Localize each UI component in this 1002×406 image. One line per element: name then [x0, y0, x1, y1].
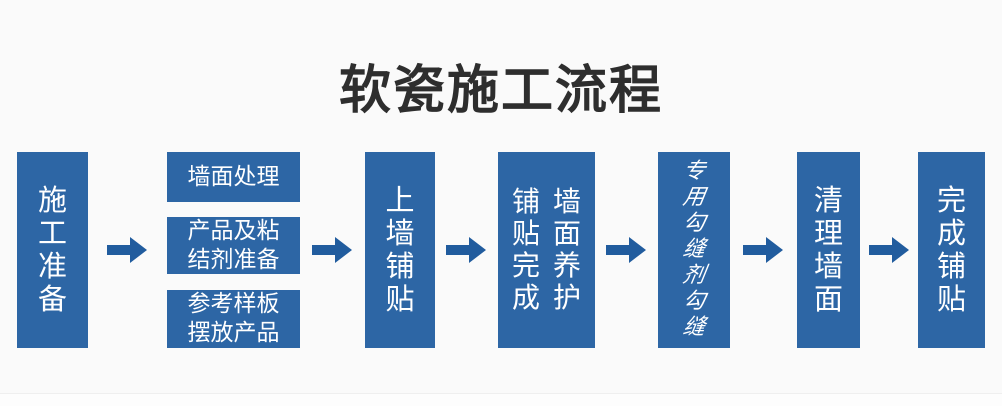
arrow-right-icon	[107, 237, 147, 263]
flow-step-special-jointing-agent: 专用勾缝剂勾缝	[658, 152, 730, 348]
flow-step-columns: 铺贴完成 墙面养护	[512, 186, 581, 314]
flow-step-clean-wall: 清理墙面	[797, 152, 860, 348]
flow-step-label: 上墙铺贴	[385, 183, 415, 316]
flow-step-construction-preparation: 施工准备	[17, 152, 88, 348]
flow-step-label: 施工准备	[37, 183, 67, 316]
flow-substep-label: 墙面处理	[187, 163, 280, 190]
page-title: 软瓷施工流程	[338, 61, 663, 121]
flow-substep-label: 参考样板摆放产品	[187, 291, 280, 346]
flow-step-column-wall-curing: 墙面养护	[553, 185, 582, 314]
arrow-right-icon	[869, 237, 909, 263]
arrow-right-icon	[743, 237, 783, 263]
flow-substep-label: 产品及粘结剂准备	[187, 217, 280, 273]
arrow-right-icon	[312, 237, 352, 263]
arrow-right-icon	[606, 237, 646, 263]
flow-step-label: 专用勾缝剂勾缝	[681, 159, 708, 340]
flow-step-wall-paving: 上墙铺贴	[365, 152, 435, 348]
flow-substep-wall-treatment: 墙面处理	[167, 152, 300, 202]
flow-step-column-paving-complete: 铺贴完成	[511, 185, 540, 314]
flow-substep-product-adhesive-preparation: 产品及粘结剂准备	[167, 217, 300, 274]
flow-substep-sample-product-layout: 参考样板摆放产品	[167, 290, 300, 348]
arrow-right-icon	[446, 237, 486, 263]
flow-step-label: 清理墙面	[813, 183, 843, 316]
flow-step-paving-complete-wall-curing: 铺贴完成 墙面养护	[498, 152, 595, 348]
flow-step-preparation-substeps: 墙面处理 产品及粘结剂准备 参考样板摆放产品	[167, 152, 300, 348]
flow-step-finish-paving: 完成铺贴	[918, 152, 985, 348]
flow-step-label: 完成铺贴	[936, 183, 966, 316]
section-divider	[0, 393, 1002, 406]
